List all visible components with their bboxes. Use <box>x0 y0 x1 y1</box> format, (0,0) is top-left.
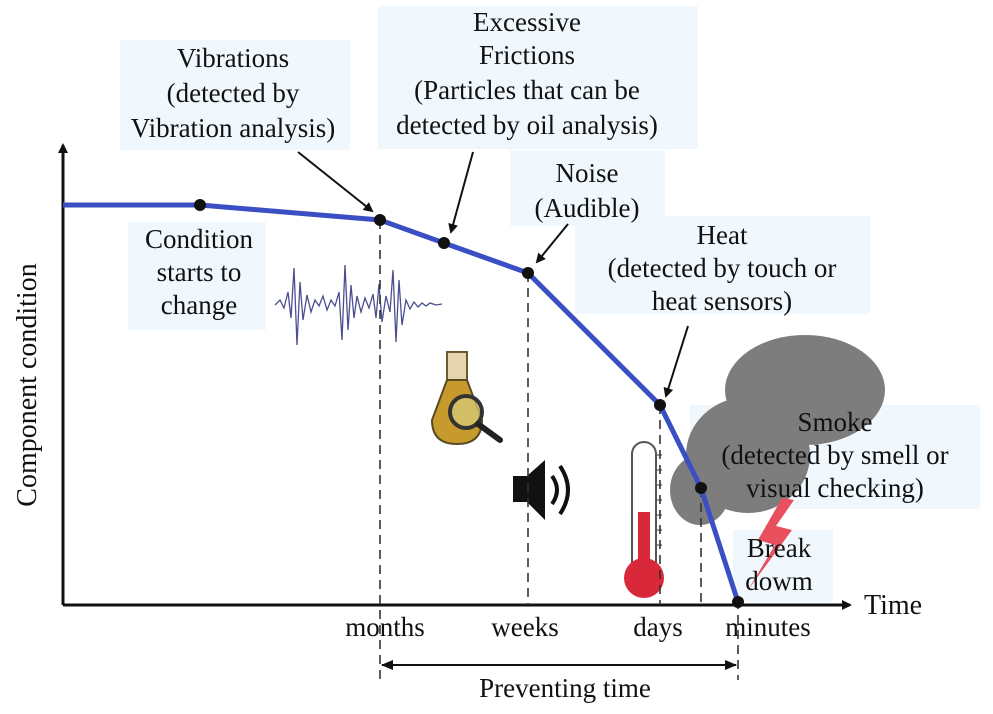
stage-label-line: starts to <box>157 257 242 287</box>
stage-label-smoke: Smoke (detected by smell or visual check… <box>721 407 948 503</box>
preventing-time-label: Preventing time <box>479 673 651 703</box>
pointer-arrows <box>297 151 689 398</box>
stage-label-noise: Noise (Audible) <box>535 158 640 223</box>
time-tick-minutes: minutes <box>725 612 811 642</box>
stage-label-line: change <box>161 290 237 320</box>
speaker-icon <box>513 460 570 520</box>
stage-label-vibrations: Vibrations (detected by Vibration analys… <box>131 43 336 143</box>
stage-label-breakdown: Break dowm <box>745 533 813 596</box>
time-tick-labels: months weeks days minutes <box>345 612 811 642</box>
time-tick-weeks: weeks <box>491 612 558 642</box>
stage-label-line: Vibrations <box>177 43 289 73</box>
label-backgrounds <box>120 6 980 602</box>
stage-label-line: Condition <box>145 224 254 254</box>
time-guides <box>379 220 739 680</box>
stage-label-line: visual checking) <box>746 473 924 503</box>
degradation-curve <box>63 202 741 603</box>
curve-markers <box>194 199 744 608</box>
y-axis-label: Component condition <box>12 263 43 506</box>
stage-label-line: (Particles that can be <box>414 75 640 105</box>
x-axis-label: Time <box>864 590 922 621</box>
time-tick-months: months <box>345 612 425 642</box>
vibration-waveform-icon <box>274 264 443 346</box>
stage-label-line: (detected by <box>167 78 300 108</box>
stage-label-line: detected by oil analysis) <box>396 110 658 140</box>
stage-label-line: (Audible) <box>535 193 640 223</box>
stage-label-line: Break <box>747 533 812 563</box>
stage-label-heat: Heat (detected by touch or heat sensors) <box>608 220 837 316</box>
stage-label-line: Heat <box>697 220 748 250</box>
stage-label-line: Smoke <box>797 407 872 437</box>
oil-flask-magnifier-icon <box>430 351 503 446</box>
stage-label-line: (detected by touch or <box>608 253 837 283</box>
stage-label-line: Frictions <box>479 40 575 70</box>
stage-label-line: Excessive <box>473 7 581 37</box>
stage-label-line: heat sensors) <box>652 286 792 316</box>
stage-label-line: dowm <box>745 566 813 596</box>
thermometer-icon <box>624 441 664 598</box>
stage-label-line: Noise <box>556 158 619 188</box>
stage-label-condition: Condition starts to change <box>145 224 254 320</box>
time-tick-days: days <box>633 612 683 642</box>
stage-label-line: (detected by smell or <box>721 440 948 470</box>
stage-label-friction: Excessive Frictions (Particles that can … <box>396 7 658 140</box>
stage-label-line: Vibration analysis) <box>131 113 336 143</box>
